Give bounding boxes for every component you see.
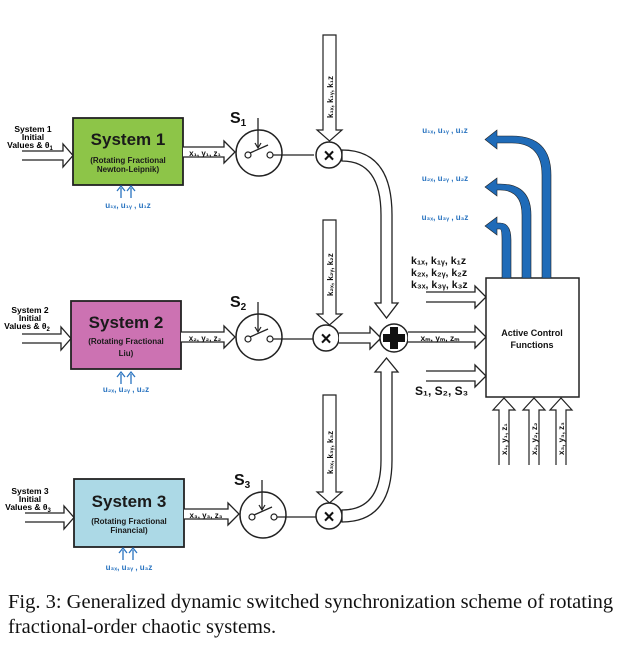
switch-1-label: S1 <box>230 110 247 129</box>
controller-title-line2: Functions <box>511 340 554 350</box>
system-1-subtitle-line2: Newton-Leipnik) <box>97 165 160 174</box>
multiplier-3-to-summer-pipe <box>341 356 400 523</box>
svg-text:×: × <box>320 329 331 350</box>
system-3-input-line3: Values & θ3 <box>5 502 51 514</box>
system-3-title: System 3 <box>92 492 167 511</box>
system-2-row: System 2 Initial Values & θ2 System 2 (R… <box>4 219 382 394</box>
system-2-box <box>70 300 182 370</box>
system-3-control-input-arrows <box>118 546 138 560</box>
svg-text:x₁, y₁, z₁: x₁, y₁, z₁ <box>500 423 509 455</box>
system-1-output-label: x₁, y₁, z₁ <box>189 149 221 158</box>
system-1-box <box>72 117 184 186</box>
active-control-functions-box <box>485 277 580 398</box>
system-1-output-arrow <box>183 139 236 165</box>
gain-3-arrow <box>315 394 344 504</box>
system-2-input-line2: Initial <box>19 313 41 323</box>
controller-state-input-3: x₃, y₃, z₃ <box>548 397 574 465</box>
controller-state-input-1: x₁, y₁, z₁ <box>491 397 517 465</box>
summer-node <box>379 323 409 353</box>
controller-switch-input-label: S₁, S₂, S₃ <box>415 384 468 398</box>
switch-2-label: S2 <box>230 294 247 313</box>
system-2-control-input-arrows <box>116 370 136 384</box>
controller-gain-input-3: k₃ₓ, k₃ᵧ, k₃z <box>411 279 468 291</box>
system-3-subtitle-line1: (Rotating Fractional <box>91 517 167 526</box>
control-output-arrow-1 <box>484 129 552 279</box>
system-3-output-label: x₃, y₃, z₃ <box>190 511 223 520</box>
control-output-label-2: u₂ₓ, u₂ᵧ , u₂z <box>422 174 468 183</box>
system-2-output-label: x₂, y₂, z₂ <box>189 334 222 343</box>
system-2-subtitle-line1: (Rotating Fractional <box>88 337 164 346</box>
system-2-subtitle-line2: Liu) <box>119 349 134 358</box>
control-output-arrow-3 <box>484 216 512 279</box>
system-1-input-line3: Values & θ1 <box>7 140 53 152</box>
switch-3[interactable] <box>239 480 287 539</box>
svg-text:x₃, y₃, z₃: x₃, y₃, z₃ <box>557 422 566 455</box>
multiplier-1: × <box>315 141 343 169</box>
system-3-input-line1: System 3 <box>11 486 49 496</box>
system-2-control-label: u₂ₓ, u₂ᵧ , u₂z <box>103 385 149 394</box>
switch-3-label: S3 <box>234 472 251 491</box>
system-3-subtitle-line2: Financial) <box>110 526 148 535</box>
sum-output-label: xₘ, yₘ, zₘ <box>420 333 460 343</box>
system-1-control-label: u₁ₓ, u₁ᵧ , u₁z <box>105 201 151 210</box>
system-2-input-line1: System 2 <box>11 305 49 315</box>
svg-text:x₂, y₂, z₂: x₂, y₂, z₂ <box>530 422 539 455</box>
system-2-output-arrow <box>181 324 236 350</box>
system-1-input-line2: Initial <box>22 132 44 142</box>
system-3-row: System 3 Initial Values & θ3 System 3 (R… <box>5 394 344 572</box>
switch-1[interactable] <box>235 118 283 177</box>
control-output-arrow-2 <box>484 177 532 279</box>
multiplier-2: × <box>312 324 340 352</box>
system-1-row: System 1 Initial Values & θ1 System 1 (R… <box>7 34 344 210</box>
multiplier-1-to-summer-pipe <box>341 149 400 320</box>
multiplier-2-to-summer-arrow <box>339 325 382 351</box>
gain-3-label: k₃ₓ, k₃ᵧ, k₃z <box>326 431 335 474</box>
controller-title-line1: Active Control <box>501 328 563 338</box>
control-output-label-1: u₁ₓ, u₁ᵧ , u₁z <box>422 126 468 135</box>
system-3-box <box>73 478 185 548</box>
gain-2-label: k₂ₓ, k₂ᵧ, k₂z <box>326 253 335 296</box>
controller-state-input-2: x₂, y₂, z₂ <box>521 397 547 465</box>
controller-gain-input-2: k₂ₓ, k₂ᵧ, k₂z <box>411 267 467 279</box>
system-1-subtitle-line1: (Rotating Fractional <box>90 156 166 165</box>
system-3-input-line2: Initial <box>19 494 41 504</box>
system-3-control-label: u₃ₓ, u₃ᵧ , u₃z <box>106 563 153 572</box>
system-2-title: System 2 <box>89 313 164 332</box>
system-1-input-line1: System 1 <box>14 124 52 134</box>
system-3-output-arrow <box>184 501 240 527</box>
gain-1-arrow <box>315 34 344 142</box>
gain-2-arrow <box>315 219 344 326</box>
switch-2[interactable] <box>235 302 283 361</box>
system-1-control-input-arrows <box>116 184 136 198</box>
svg-text:×: × <box>323 507 334 528</box>
system-1-title: System 1 <box>91 130 166 149</box>
multiplier-3: × <box>315 502 343 530</box>
system-2-input-line3: Values & θ2 <box>4 321 50 333</box>
figure-caption: Fig. 3: Generalized dynamic switched syn… <box>8 591 614 638</box>
control-output-arrows <box>484 129 552 279</box>
svg-text:×: × <box>323 146 334 167</box>
control-output-label-3: u₃ₓ, u₃ᵧ , u₃z <box>422 213 469 222</box>
gain-1-label: k₁ₓ, k₁ᵧ, k₁z <box>326 76 335 118</box>
controller-gain-input-1: k₁ₓ, k₁ᵧ, k₁z <box>411 255 466 267</box>
